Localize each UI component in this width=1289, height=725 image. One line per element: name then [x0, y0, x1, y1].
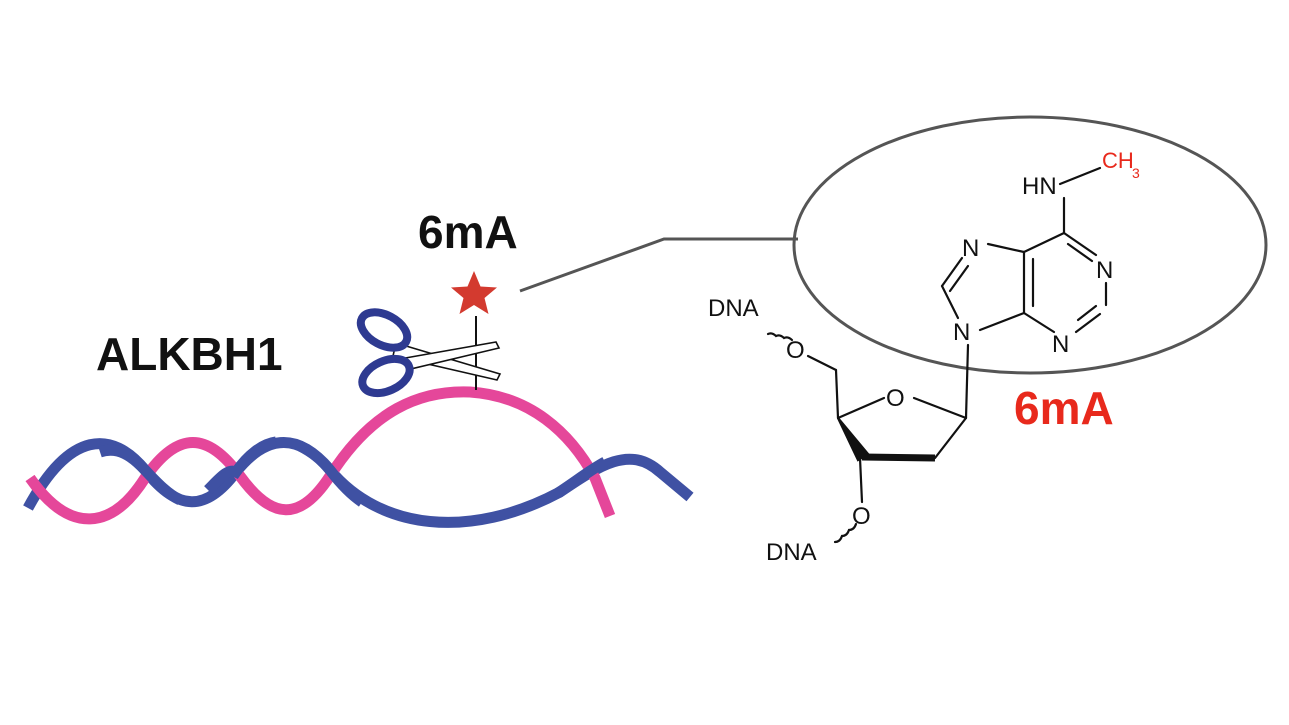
bond-c3p-o3p: [858, 456, 864, 504]
mark-label-top: 6mA: [418, 206, 518, 258]
bond-c2p-c1p: [933, 416, 968, 460]
mark-label-bottom: 6mA: [1014, 382, 1114, 434]
dna-label-top: DNA: [708, 295, 759, 322]
bond-c4p-c5p: [834, 368, 840, 420]
bond-c2-n3: [1074, 312, 1102, 334]
bond-c8-n9: [940, 284, 960, 320]
atom-n-top: N: [962, 235, 979, 262]
methyl-subscript: 3: [1132, 165, 1140, 181]
bond-c5-n7: [986, 242, 1026, 254]
star-icon: [451, 271, 497, 314]
bond-c5p-o5p: [806, 354, 838, 372]
atom-n-right: N: [1096, 257, 1113, 284]
bond-o5p-dna-wavy: [766, 332, 794, 342]
dna-strand-blue-over-4: [555, 457, 608, 498]
dna-label-bottom: DNA: [766, 539, 817, 566]
bond-c1p-o4p: [912, 396, 968, 420]
bond-c3p-c2p-bold: [861, 453, 936, 462]
atom-o-ring: O: [886, 385, 905, 412]
bond-hn-ch3: [1058, 166, 1102, 186]
bond-c5-c6: [1022, 231, 1066, 254]
atom-hn: HN: [1022, 173, 1057, 200]
dna-strand-blue-over-1: [98, 444, 183, 505]
atom-n-bottom: N: [1052, 331, 1069, 358]
atom-labels: HN CH 3 N N N N O O O DNA DNA: [708, 148, 1140, 566]
bond-n3-c4: [1022, 311, 1056, 334]
scissor-handle-bottom: [358, 354, 414, 398]
bond-c2-n3-double: [1076, 304, 1098, 322]
nucleoside-structure: [766, 166, 1108, 544]
enzyme-label: ALKBH1: [96, 328, 283, 380]
dna-strand-pink: [25, 386, 616, 525]
dna-strand-blue-over-2: [204, 436, 278, 494]
bond-n7-c8-double: [948, 264, 970, 293]
atom-o3: O: [852, 503, 871, 530]
bond-c6-n1-double: [1066, 242, 1094, 263]
dna-strand-blue-over-3: [297, 441, 366, 507]
atom-o5: O: [786, 337, 805, 364]
callout-connector: [519, 237, 798, 293]
atom-n-glyco: N: [953, 319, 970, 346]
dna-helix: [23, 386, 694, 528]
bond-n9-c4: [978, 311, 1026, 332]
bond-n7-c8: [940, 256, 964, 288]
methyl-ch-label: CH: [1102, 148, 1134, 173]
scissors-icon: [356, 308, 502, 398]
bond-n9-c1p: [964, 343, 970, 420]
scissor-handle-top: [356, 308, 412, 352]
zoom-ellipse: [792, 115, 1268, 375]
bond-o4p-c4p: [836, 396, 886, 420]
bond-o3p-dna-wavy: [833, 522, 858, 544]
bond-c6-n1: [1062, 231, 1098, 257]
